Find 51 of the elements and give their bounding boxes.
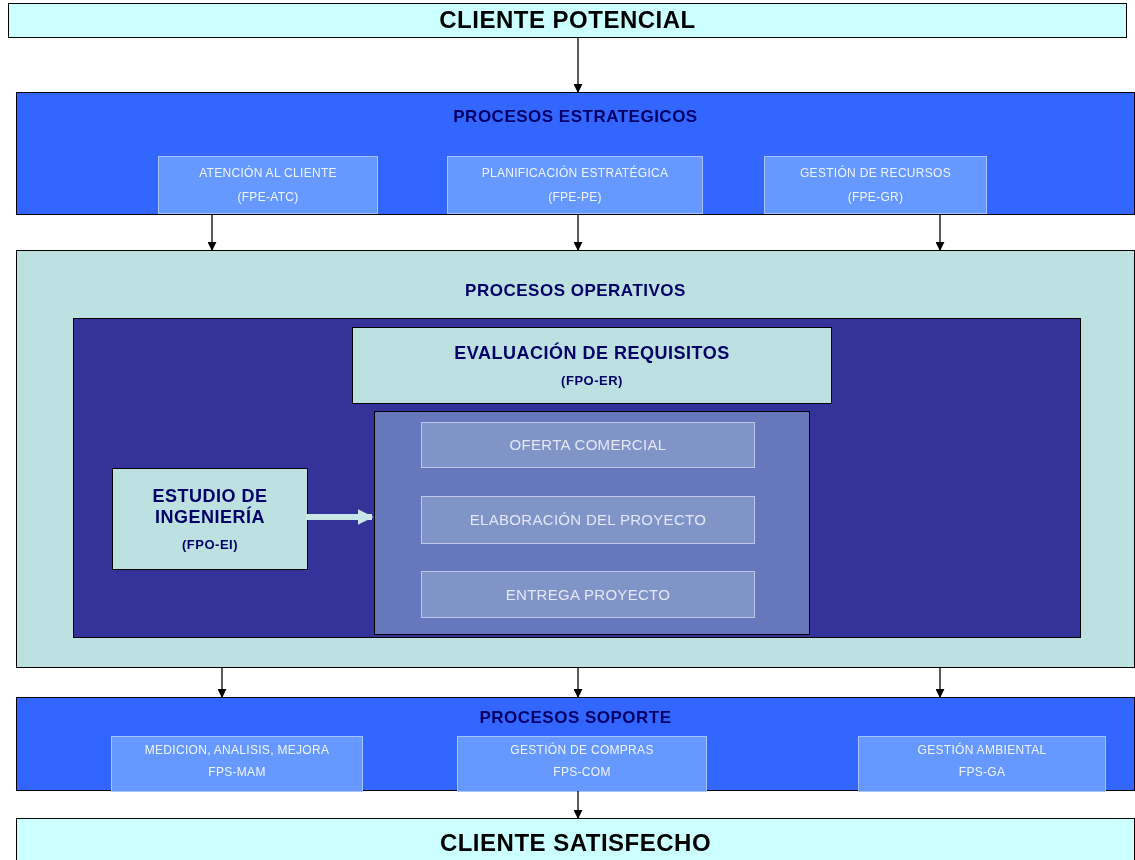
arrow (573, 214, 583, 251)
process-panel (374, 411, 810, 635)
box-title: GESTIÓN DE RECURSOS (799, 165, 952, 180)
box-title: GESTIÓN AMBIENTAL (917, 743, 1047, 758)
box-title: PROCESOS SOPORTE (479, 708, 672, 729)
box-title: ESTUDIO DE INGENIERÍA (151, 485, 269, 529)
box-title: ATENCIÓN AL CLIENTE (199, 165, 337, 180)
box-title: ENTREGA PROYECTO (505, 585, 671, 604)
arrow (935, 667, 945, 698)
process-box (8, 3, 1127, 38)
process-box (447, 156, 703, 214)
process-band (16, 92, 1135, 215)
process-box (112, 468, 308, 570)
process-box (858, 736, 1106, 792)
box-title: PROCESOS OPERATIVOS (465, 281, 686, 302)
box-title: MEDICION, ANALISIS, MEJORA (144, 743, 330, 758)
process-box (111, 736, 363, 792)
process-step-box (421, 571, 755, 618)
arrow (306, 509, 374, 525)
arrow (573, 667, 583, 698)
box-title: OFERTA COMERCIAL (509, 436, 667, 454)
box-title: CLIENTE POTENCIAL (439, 6, 696, 35)
box-title: CLIENTE SATISFECHO (439, 828, 712, 858)
process-code: (FPE-GR) (847, 190, 904, 205)
process-box (352, 327, 832, 404)
process-code: (FPE-ATC) (237, 190, 299, 205)
process-code: (FPE-PE) (548, 190, 602, 205)
process-code: (FPO-ER) (561, 372, 623, 389)
process-code: FPS-COM (553, 765, 611, 780)
process-code: FPS-MAM (208, 765, 266, 780)
arrow (935, 214, 945, 251)
process-panel (73, 318, 1081, 638)
arrow (217, 667, 227, 698)
box-title: EVALUACIÓN DE REQUISITOS (454, 342, 730, 365)
process-panel (16, 250, 1135, 668)
process-box (158, 156, 378, 214)
box-title: PROCESOS ESTRATEGICOS (453, 107, 698, 128)
box-title: PLANIFICACIÓN ESTRATÉGICA (481, 165, 669, 180)
arrow (573, 37, 583, 93)
arrow (207, 214, 217, 251)
process-box (764, 156, 987, 214)
process-box (16, 818, 1135, 860)
process-step-box (421, 422, 755, 468)
process-code: (FPO-EI) (182, 536, 238, 553)
process-code: FPS-GA (958, 765, 1006, 780)
process-step-box (421, 496, 755, 544)
box-title: ELABORACIÓN DEL PROYECTO (469, 511, 707, 529)
process-box (457, 736, 707, 792)
arrow (573, 790, 583, 819)
process-band (16, 697, 1135, 791)
box-title: GESTIÓN DE COMPRAS (510, 743, 654, 758)
